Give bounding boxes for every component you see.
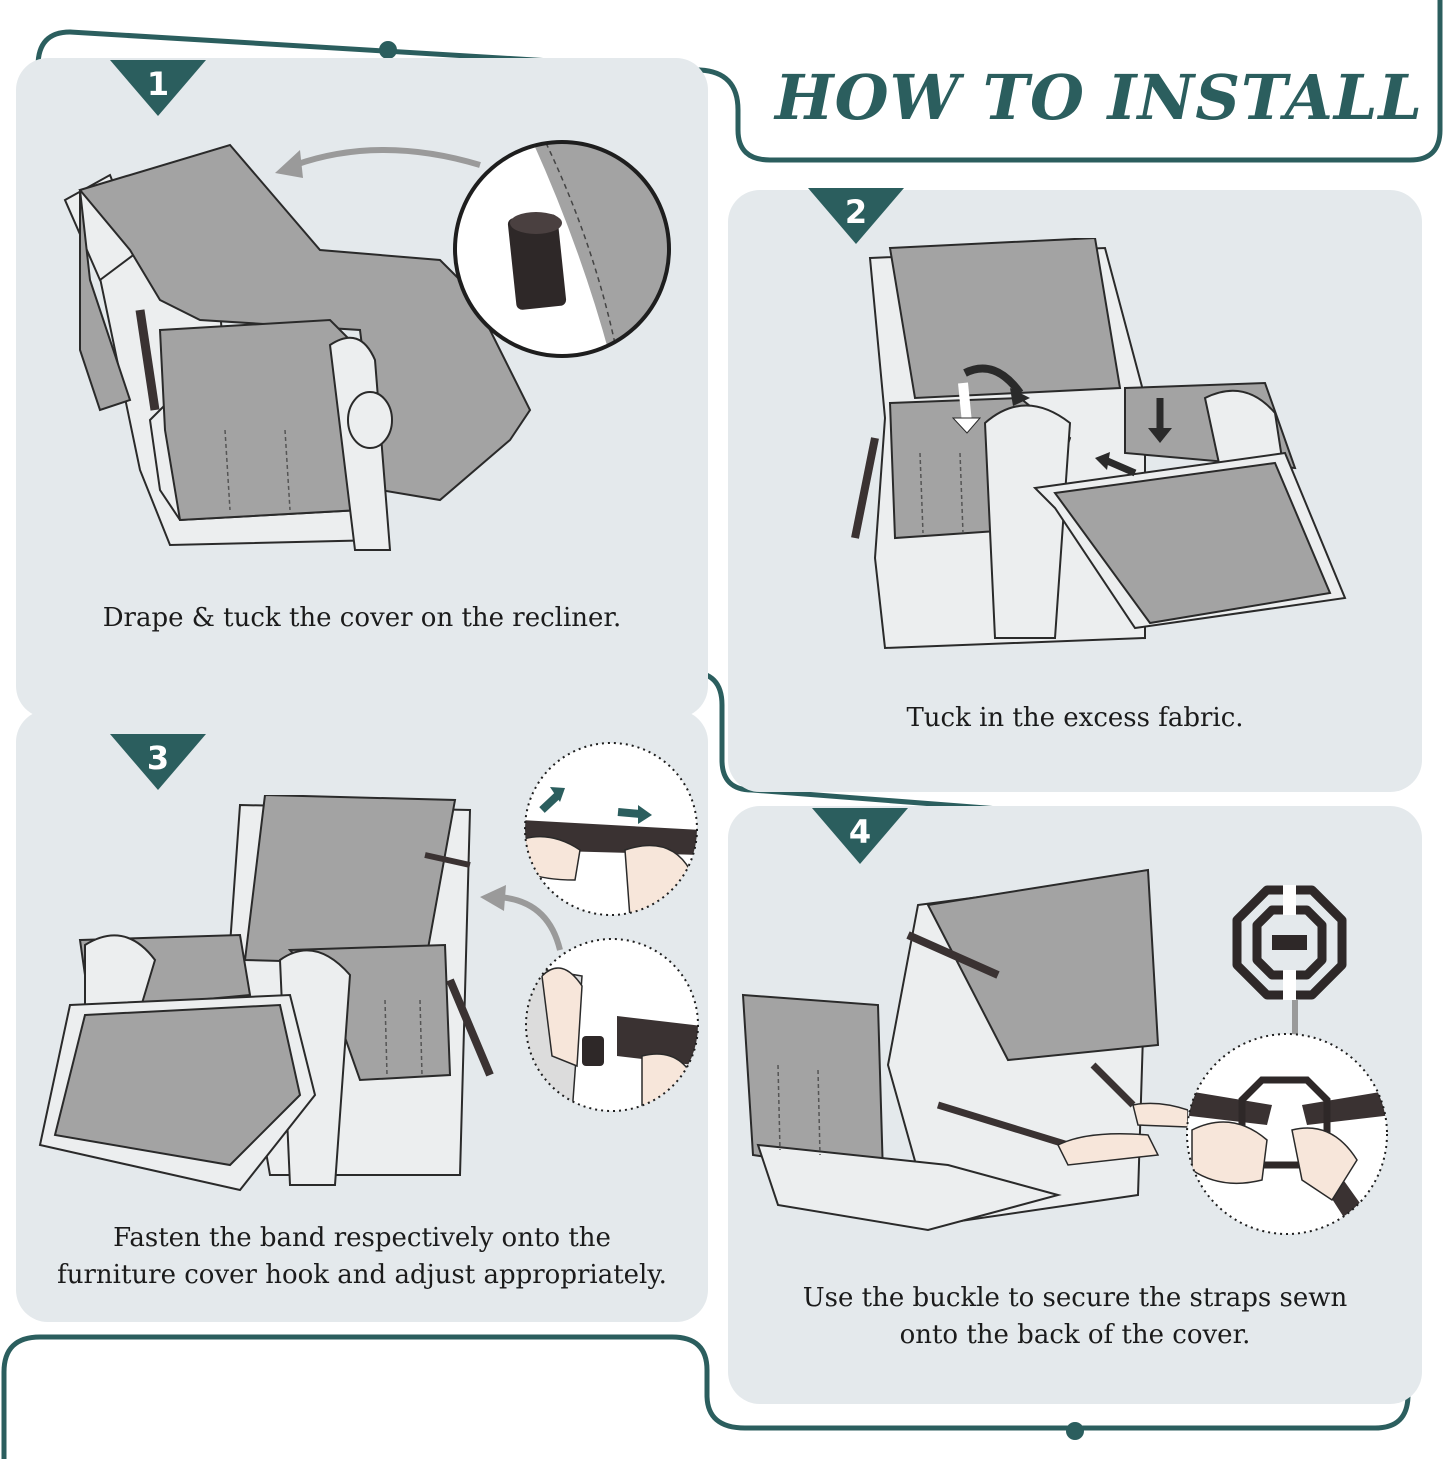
arrow-icon — [275, 147, 481, 178]
step-3-caption-line-1: Fasten the band respectively onto the — [113, 1223, 611, 1253]
step-3-badge: 3 — [110, 734, 206, 790]
step-4-badge: 4 — [812, 808, 908, 864]
step-4-caption-line-2: onto the back of the cover. — [899, 1320, 1251, 1350]
step-3-recliner-illustration — [38, 795, 494, 1192]
step-2-recliner-illustration — [851, 238, 1347, 650]
step-4-number: 4 — [848, 813, 872, 851]
step-2-number: 2 — [844, 193, 868, 231]
step-1-caption: Drape & tuck the cover on the recliner. — [102, 603, 622, 633]
buckle-closeup-circle — [1186, 1033, 1388, 1235]
arrow-icon — [480, 885, 563, 951]
step-4-caption: Use the buckle to secure the straps sewn… — [728, 1280, 1422, 1354]
step-3-caption: Fasten the band respectively onto the fu… — [16, 1220, 708, 1294]
step-1-number: 1 — [146, 65, 170, 103]
page-title: HOW TO INSTALL — [775, 61, 1424, 134]
step-2-caption: Tuck in the excess fabric. — [906, 703, 1244, 733]
step-2-badge: 2 — [808, 188, 904, 244]
band-fasten-closeup-circle — [525, 938, 699, 1112]
step-3-number: 3 — [146, 739, 170, 777]
hook-adjust-closeup-circle — [524, 742, 698, 916]
step-1-recliner-illustration — [63, 143, 532, 551]
strap-closeup-circle — [453, 140, 671, 358]
step-4-recliner-illustration — [741, 868, 1188, 1232]
buckle-icon — [1232, 885, 1347, 1000]
step-3-caption-line-2: furniture cover hook and adjust appropri… — [57, 1260, 667, 1290]
step-1-badge: 1 — [110, 60, 206, 116]
step-4-caption-line-1: Use the buckle to secure the straps sewn — [802, 1283, 1348, 1313]
